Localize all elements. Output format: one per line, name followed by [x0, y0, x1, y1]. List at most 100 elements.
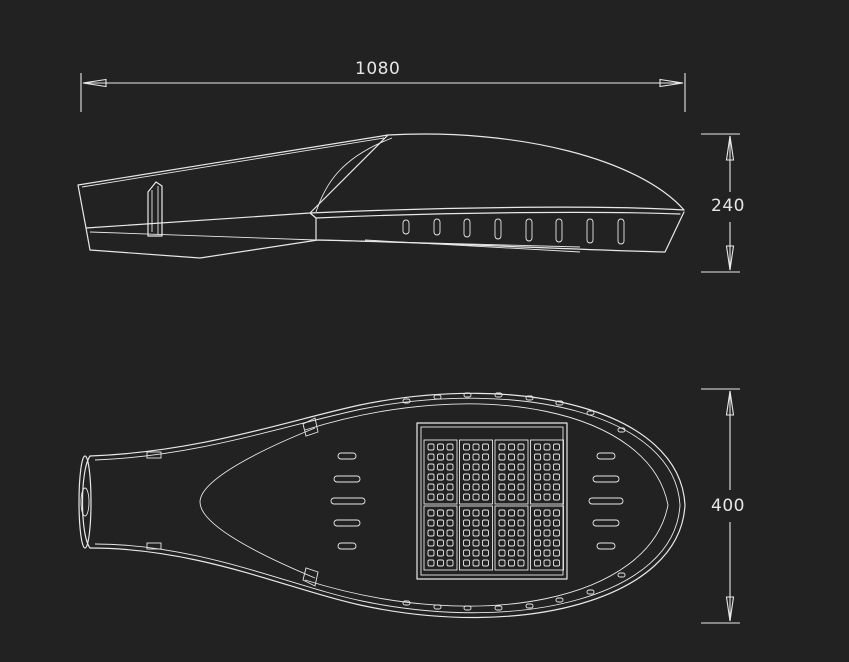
led-chip [463, 443, 470, 451]
led-chip [463, 559, 470, 567]
right-vents [588, 452, 624, 550]
led-cell [494, 505, 529, 571]
led-chip [437, 549, 444, 557]
led-chip [517, 539, 525, 547]
led-chip [482, 493, 489, 501]
height-dimension [701, 133, 740, 273]
width-label: 400 [711, 496, 745, 516]
led-chip [508, 463, 515, 471]
led-chip [534, 519, 541, 527]
led-chip [508, 559, 515, 567]
perimeter-slots [402, 392, 626, 611]
led-chip [472, 529, 480, 537]
led-chip [437, 509, 444, 517]
led-chip [508, 493, 515, 501]
led-chip [446, 559, 454, 567]
led-chip [534, 473, 541, 481]
led-chip [498, 473, 506, 481]
led-chip [482, 549, 489, 557]
led-chip [553, 473, 560, 481]
led-chip [517, 473, 525, 481]
led-chip [472, 539, 480, 547]
led-chip [508, 443, 515, 451]
led-chip [437, 539, 444, 547]
led-chip [446, 483, 454, 491]
led-chip [517, 463, 525, 471]
led-chip [437, 493, 444, 501]
led-cell [530, 439, 564, 505]
led-chip [427, 443, 435, 451]
length-label: 1080 [355, 59, 401, 79]
led-chip [534, 483, 541, 491]
led-chip [482, 453, 489, 461]
led-chip [482, 483, 489, 491]
led-chip [446, 509, 454, 517]
led-chip [553, 539, 560, 547]
led-chip [534, 443, 541, 451]
led-chip [472, 453, 480, 461]
led-chip [498, 509, 506, 517]
led-chip [498, 539, 506, 547]
led-chip [472, 509, 480, 517]
led-chip [446, 493, 454, 501]
led-chip [498, 443, 506, 451]
led-chip [437, 443, 444, 451]
led-chip [427, 519, 435, 527]
led-chip [472, 463, 480, 471]
led-chip [498, 463, 506, 471]
led-chip [543, 453, 551, 461]
led-chip [437, 559, 444, 567]
led-chip [543, 529, 551, 537]
led-chip [517, 453, 525, 461]
led-module [416, 422, 568, 580]
led-cell [423, 505, 458, 571]
led-chip [534, 493, 541, 501]
led-chip [553, 453, 560, 461]
led-chip [534, 549, 541, 557]
left-vents [330, 452, 366, 550]
led-chip [508, 453, 515, 461]
led-chip [553, 483, 560, 491]
led-chip [517, 529, 525, 537]
led-chip [534, 539, 541, 547]
led-chip [472, 443, 480, 451]
led-chip [463, 529, 470, 537]
led-chip [482, 509, 489, 517]
led-chip [437, 453, 444, 461]
led-chip [543, 493, 551, 501]
led-chip [427, 463, 435, 471]
led-chip [427, 539, 435, 547]
led-chip [427, 483, 435, 491]
led-cell [459, 439, 493, 505]
led-chip [508, 539, 515, 547]
top-view [78, 392, 686, 619]
led-chip [543, 539, 551, 547]
led-chip [534, 509, 541, 517]
led-chip [553, 463, 560, 471]
led-chip [517, 549, 525, 557]
led-chip [498, 483, 506, 491]
led-chip [463, 509, 470, 517]
led-chip [517, 519, 525, 527]
led-chip [472, 549, 480, 557]
led-chip [463, 453, 470, 461]
led-chip [463, 463, 470, 471]
length-dimension [80, 73, 686, 112]
led-chip [553, 549, 560, 557]
led-chip [517, 483, 525, 491]
led-chip [498, 549, 506, 557]
led-chip [446, 473, 454, 481]
led-chip [446, 463, 454, 471]
led-chip [498, 493, 506, 501]
led-chip [517, 443, 525, 451]
led-chip [543, 473, 551, 481]
led-chip [498, 559, 506, 567]
side-vents [402, 218, 625, 245]
led-chip [508, 483, 515, 491]
led-chip [463, 549, 470, 557]
led-chip [534, 453, 541, 461]
led-chip [508, 473, 515, 481]
led-chip [482, 473, 489, 481]
led-chip [463, 483, 470, 491]
